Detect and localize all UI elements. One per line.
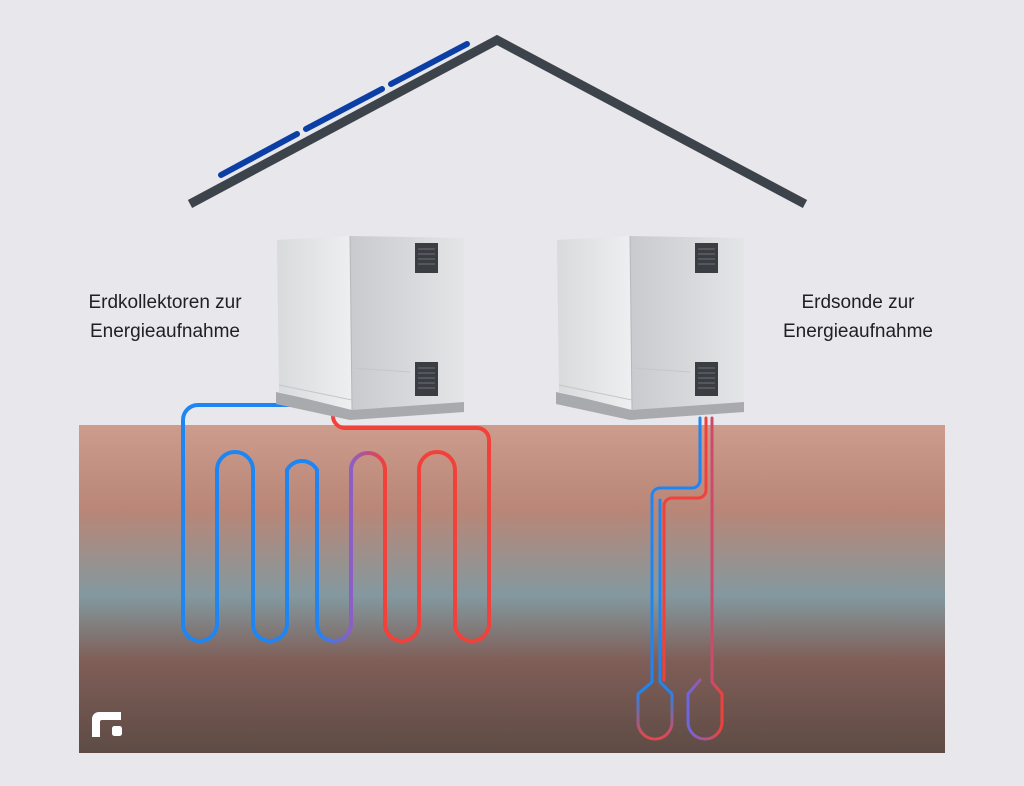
unit-seam (629, 235, 633, 411)
solar-panels (218, 41, 470, 178)
collector-pipe-mixed (315, 451, 387, 643)
unit-side-panel (277, 236, 352, 410)
ground-collector-pipes (181, 403, 491, 643)
solar-panel (388, 41, 470, 87)
heat-pump-unit-left (276, 235, 464, 420)
ground-probe-label: Erdsonde zur Energieaufnahme (760, 288, 956, 346)
roof (187, 34, 808, 208)
solar-panel (303, 86, 385, 132)
heat-pump-unit-right (556, 235, 744, 420)
ground-probe-label-line2: Energieaufnahme (783, 321, 933, 342)
ground-collector-label: Erdkollektoren zur Energieaufnahme (60, 288, 270, 346)
probe-pipe-warm (662, 416, 708, 682)
unit-seam (351, 367, 411, 373)
unit-seam (558, 384, 633, 401)
ground-probe-pipes (636, 416, 724, 741)
unit-front-panel (630, 236, 744, 410)
unit-seam (349, 235, 353, 411)
probe-loop (686, 416, 724, 741)
brand-logo-icon (92, 712, 122, 737)
unit-seam (631, 367, 691, 373)
vent-grille-icon (695, 362, 718, 396)
ground-probe-label-line1: Erdsonde zur (801, 292, 915, 313)
vent-grille-icon (415, 243, 438, 273)
ground-collector-label-line2: Energieaufnahme (90, 321, 240, 342)
ground (79, 425, 945, 753)
unit-seam (278, 384, 353, 401)
collector-pipe-warm (331, 403, 491, 643)
ground-collector-label-line1: Erdkollektoren zur (88, 292, 242, 313)
collector-pipe-cold (181, 403, 334, 643)
unit-front-panel (350, 236, 464, 410)
vent-grille-icon (415, 362, 438, 396)
unit-shadow (556, 392, 744, 420)
unit-shadow (276, 392, 464, 420)
unit-side-panel (557, 236, 632, 410)
vent-grille-icon (695, 243, 718, 273)
solar-panel (218, 131, 300, 178)
probe-pipe-cold (636, 416, 702, 741)
